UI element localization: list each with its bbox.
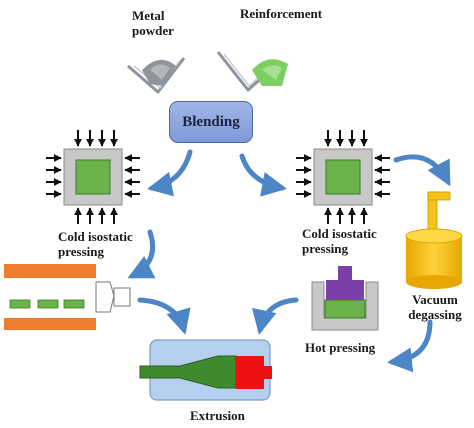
vacuum-degassing-label: Vacuum degassing [408,292,462,322]
process-flow-arrow-icons [127,149,451,373]
cip-right-pressure-arrows [296,130,390,224]
extrusion-container-icon [139,339,272,401]
metal-powder-funnel-icon [127,57,186,94]
extrusion-press-icon [4,264,131,330]
cip-left-die [63,148,123,206]
blending-box: Blending [169,101,253,143]
hot-press-die-icon [311,266,379,331]
cip-left-pressure-arrows [46,130,140,224]
metal-powder-label: Metal powder [132,8,174,38]
extrusion-label: Extrusion [190,408,245,423]
hot-pressing-label: Hot pressing [305,340,376,355]
reinforcement-label: Reinforcement [240,6,323,21]
blending-label: Blending [182,113,240,130]
vacuum-degassing-can-icon [405,191,463,289]
cip-right-die [313,148,373,206]
cip-left-label: Cold isostatic pressing [58,229,133,259]
cip-right-label: Cold isostatic pressing [302,226,377,256]
reinforcement-funnel-icon [216,51,288,92]
